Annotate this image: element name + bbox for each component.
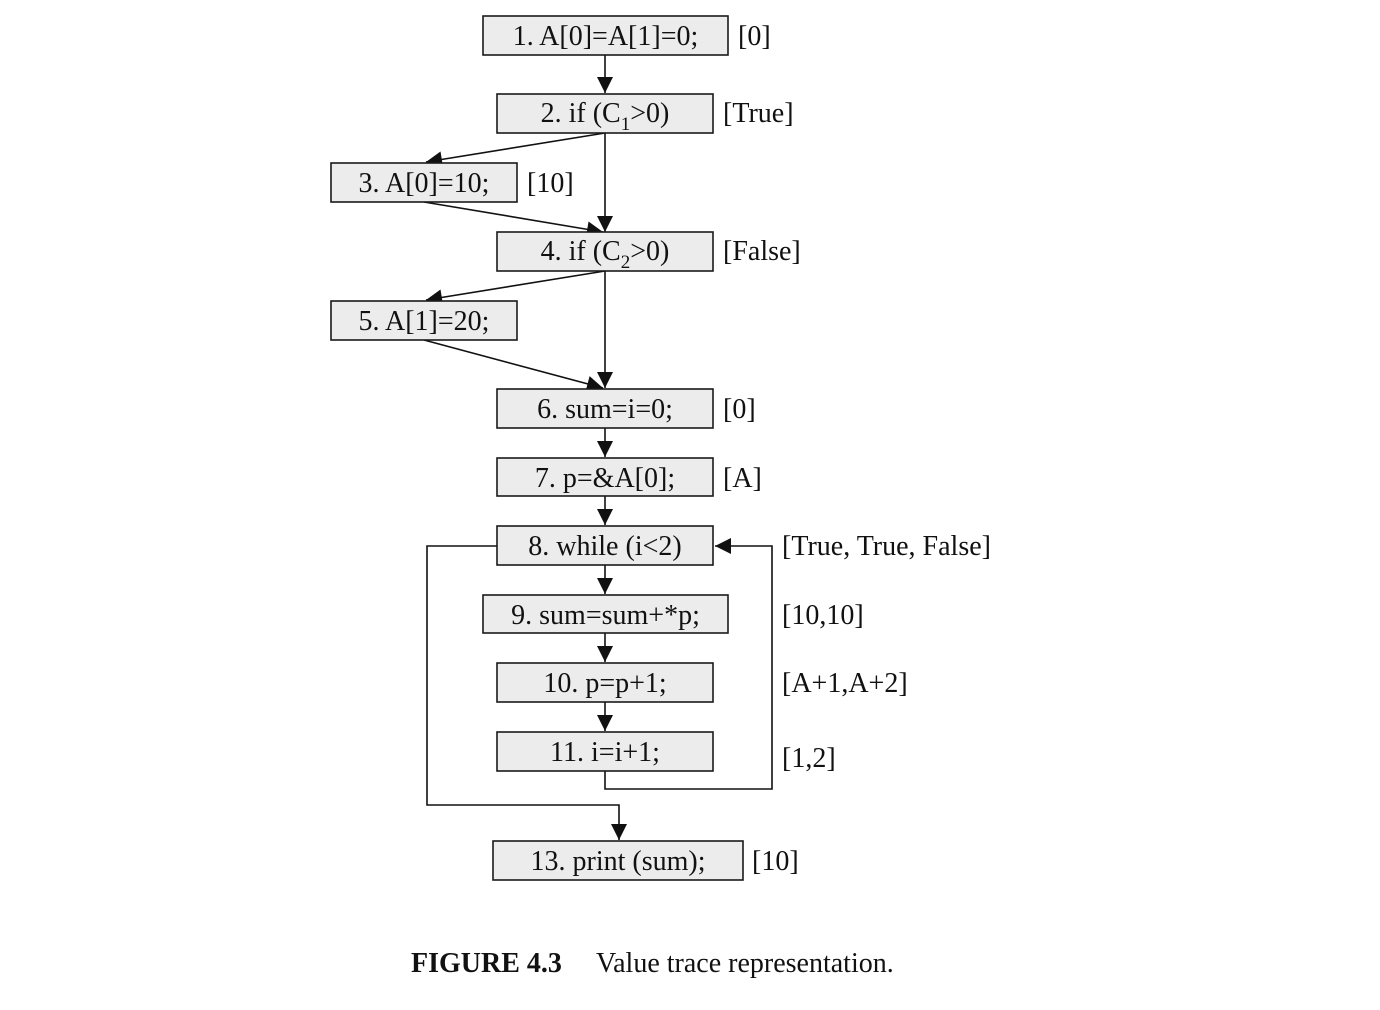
node-7-trace: [A]: [723, 463, 762, 494]
edge-2-3: [425, 132, 606, 168]
node-8-box: [496, 525, 714, 566]
node-9-box: [482, 594, 729, 634]
node-11-label: 11. i=i+1;: [550, 737, 660, 768]
node-2-box: [496, 93, 714, 134]
node-2-label-post: >0): [630, 98, 669, 129]
edge-8-13-exit: [426, 545, 627, 840]
node-5-label: 5. A[1]=20;: [359, 306, 490, 337]
node-4-label-post: >0): [630, 236, 669, 267]
node-4: 4. if (C2>0) [False]: [496, 231, 801, 273]
node-8-trace: [True, True, False]: [782, 531, 991, 562]
node-2: 2. if (C1>0) [True]: [496, 93, 794, 135]
node-2-trace: [True]: [723, 98, 794, 129]
node-5: 5. A[1]=20;: [330, 300, 518, 341]
node-5-box: [330, 300, 518, 341]
edge-5-6: [423, 339, 604, 392]
caption-text: Value trace representation.: [596, 948, 894, 979]
node-2-label: 2. if (C1>0): [541, 98, 670, 135]
node-13-label: 13. print (sum);: [531, 846, 706, 877]
edge-11-8-loopback: [604, 538, 773, 790]
node-2-label-pre: 2. if (C: [541, 98, 621, 129]
node-7-label: 7. p=&A[0];: [535, 463, 675, 494]
node-8-label: 8. while (i<2): [528, 531, 681, 562]
node-7-box: [496, 457, 714, 497]
node-9-trace: [10,10]: [782, 600, 864, 631]
node-11-trace: [1,2]: [782, 743, 836, 774]
node-4-label-pre: 4. if (C: [541, 236, 621, 267]
node-4-trace: [False]: [723, 236, 801, 267]
node-3: 3. A[0]=10; [10]: [330, 162, 574, 203]
node-10-trace: [A+1,A+2]: [782, 668, 908, 699]
node-10-box: [496, 662, 714, 703]
node-4-label-sub: 2: [621, 252, 631, 273]
node-1: 1. A[0]=A[1]=0; [0]: [482, 15, 771, 56]
node-9-label: 9. sum=sum+*p;: [511, 600, 700, 631]
node-3-trace: [10]: [527, 168, 574, 199]
edge-4-5: [425, 270, 606, 306]
node-6-trace: [0]: [723, 394, 756, 425]
node-1-label: 1. A[0]=A[1]=0;: [513, 21, 699, 52]
node-9: 9. sum=sum+*p; [10,10]: [482, 594, 864, 634]
node-6: 6. sum=i=0; [0]: [496, 388, 756, 429]
node-11: 11. i=i+1; [1,2]: [496, 731, 836, 774]
node-2-label-sub: 1: [621, 114, 631, 135]
node-1-box: [482, 15, 729, 56]
node-10: 10. p=p+1; [A+1,A+2]: [496, 662, 908, 703]
figure-caption: FIGURE 4.3 Value trace representation.: [411, 948, 894, 979]
node-4-box: [496, 231, 714, 272]
node-11-box: [496, 731, 714, 772]
node-13-box: [492, 840, 744, 881]
node-6-label: 6. sum=i=0;: [537, 394, 673, 425]
node-3-box: [330, 162, 518, 203]
node-1-trace: [0]: [738, 21, 771, 52]
edge-3-4: [423, 201, 604, 238]
edges: [423, 55, 773, 840]
node-7: 7. p=&A[0]; [A]: [496, 457, 762, 497]
node-8: 8. while (i<2) [True, True, False]: [496, 525, 991, 566]
node-4-label: 4. if (C2>0): [541, 236, 670, 273]
node-13: 13. print (sum); [10]: [492, 840, 799, 881]
node-6-box: [496, 388, 714, 429]
caption-label: FIGURE 4.3: [411, 948, 562, 979]
node-3-label: 3. A[0]=10;: [359, 168, 490, 199]
node-10-label: 10. p=p+1;: [543, 668, 666, 699]
node-13-trace: [10]: [752, 846, 799, 877]
